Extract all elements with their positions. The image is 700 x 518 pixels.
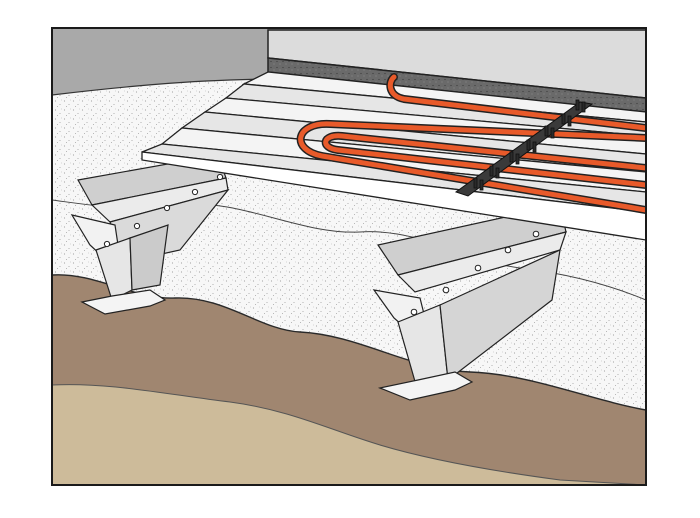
rail-1 <box>241 71 646 123</box>
steel-joist-right <box>372 204 567 401</box>
tubing-clip-strip <box>454 99 594 197</box>
rail-front-edge <box>141 151 646 241</box>
subsoil-layer <box>52 384 646 485</box>
insulation-board <box>267 57 646 113</box>
concrete-slab <box>267 29 646 99</box>
illustration-frame <box>51 27 647 486</box>
radiant-heat-tubing <box>296 73 646 214</box>
